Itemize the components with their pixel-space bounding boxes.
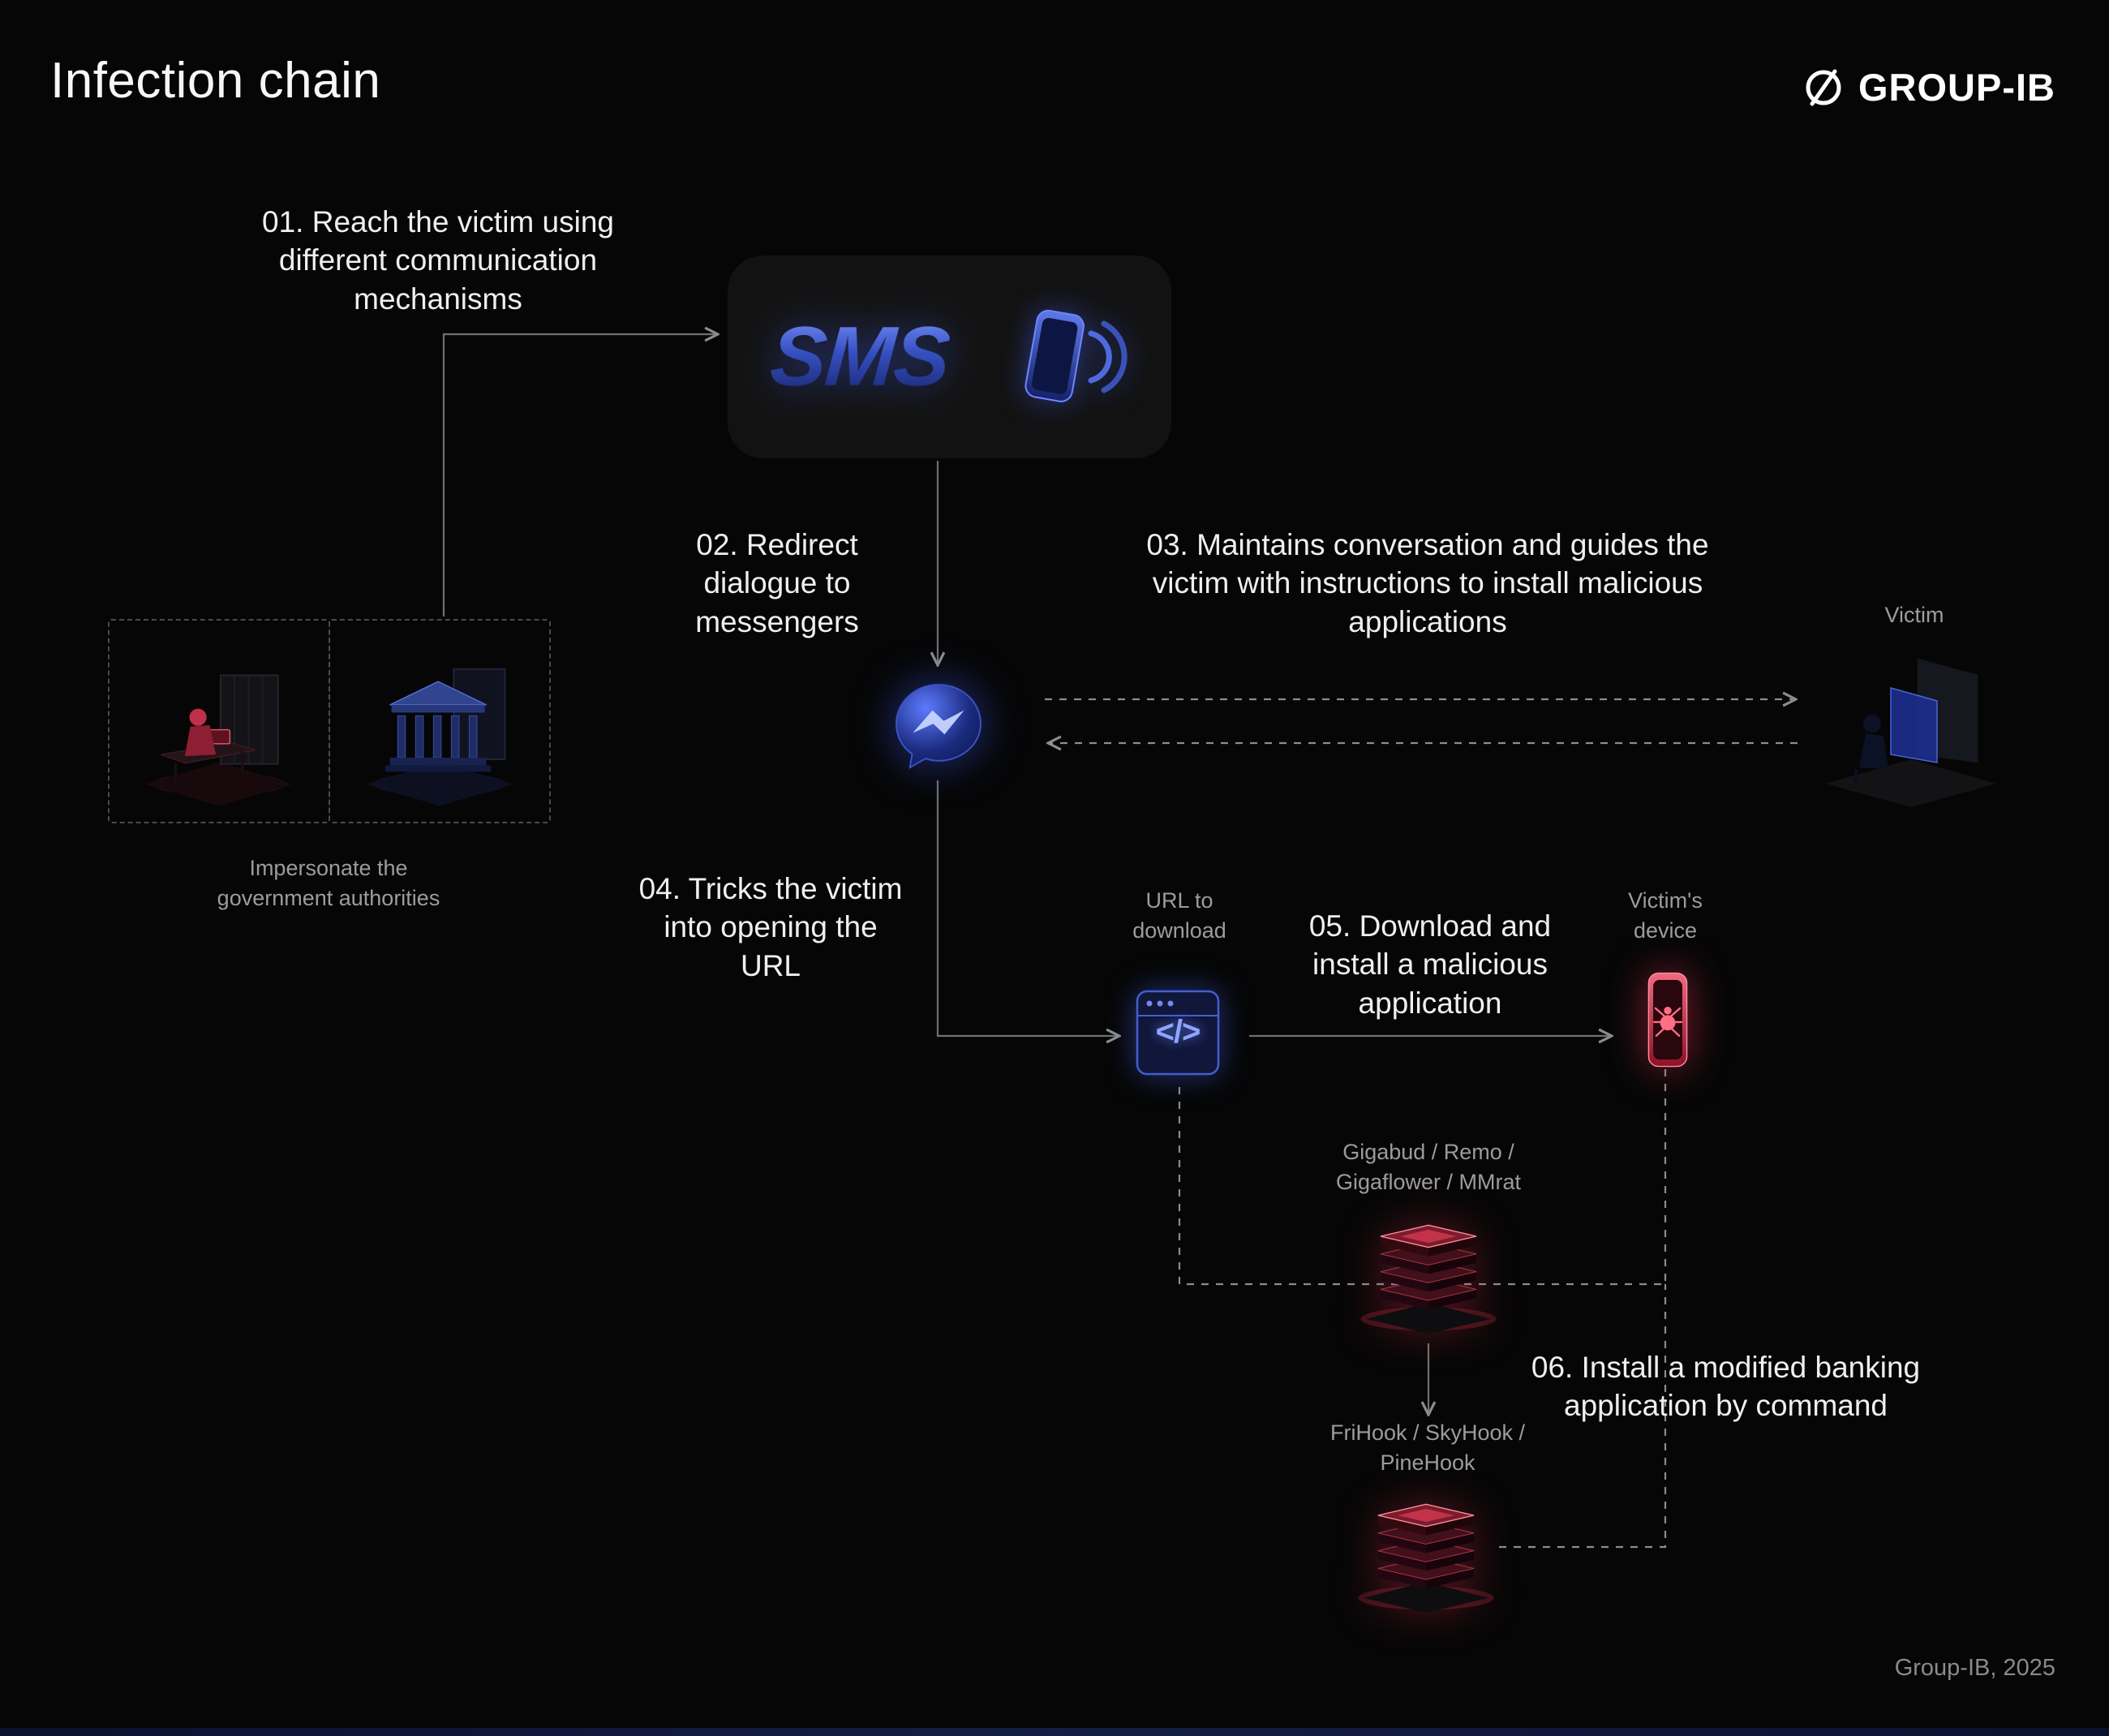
page-title: Infection chain xyxy=(50,53,381,109)
impersonate-label: Impersonate the government authorities xyxy=(217,856,440,911)
footer-credit: Group-IB, 2025 xyxy=(1894,1655,2055,1681)
step-05-text: 05. Download and install a malicious app… xyxy=(1308,909,1552,1020)
arrow-messenger-to-browser xyxy=(936,780,1118,1036)
malware-families-banking-label: FriHook / SkyHook / PineHook xyxy=(1329,1420,1526,1476)
victim-scene xyxy=(1814,633,2008,811)
sms-3d-text: SMS xyxy=(767,309,951,404)
banking-malware-server xyxy=(1345,1481,1507,1614)
group-ib-logo-icon xyxy=(1806,69,1841,105)
url-to-download-label: URL to download xyxy=(1132,888,1226,943)
sms-communication-card: SMS xyxy=(728,256,1171,458)
scammer-at-desk-illustration xyxy=(144,674,294,806)
victims-device-label: Victim's device xyxy=(1628,888,1703,943)
bottom-accent-strip xyxy=(0,1728,2109,1736)
messenger-app xyxy=(886,674,991,780)
victims-infected-device xyxy=(1630,967,1705,1074)
impersonate-group xyxy=(108,619,551,823)
step-03-text: 03. Maintains conversation and guides th… xyxy=(1146,528,1709,638)
victim-at-computer-illustration xyxy=(1826,659,1996,807)
brand-logo: GROUP-IB xyxy=(1802,65,2055,110)
brand-name: GROUP-IB xyxy=(1858,66,2055,109)
scammer-box xyxy=(108,619,330,823)
victim-label: Victim xyxy=(1884,603,1944,627)
server-stack-icon xyxy=(1345,1481,1507,1614)
server-stack-icon xyxy=(1347,1202,1510,1335)
step-02-text: 02. Redirect dialogue to messengers xyxy=(695,528,859,638)
step-06-text: 06. Install a modified banking applicati… xyxy=(1531,1351,1921,1423)
step-01-text: 01. Reach the victim using different com… xyxy=(262,205,614,316)
download-url-browser: </> xyxy=(1132,983,1223,1081)
messenger-chat-bubble-icon xyxy=(896,684,981,769)
browser-window-code-icon xyxy=(1136,990,1220,1076)
phone-sound-waves-icon xyxy=(1024,309,1128,402)
government-building-illustration xyxy=(365,668,514,806)
step-04-text: 04. Tricks the victim into opening the U… xyxy=(638,872,903,982)
government-box xyxy=(329,619,551,823)
code-glyph: </> xyxy=(1155,1014,1201,1050)
infected-phone-spider-icon xyxy=(1647,972,1688,1068)
malware-delivery-server xyxy=(1347,1202,1510,1335)
malware-families-web-label: Gigabud / Remo / Gigaflower / MMrat xyxy=(1335,1140,1522,1195)
